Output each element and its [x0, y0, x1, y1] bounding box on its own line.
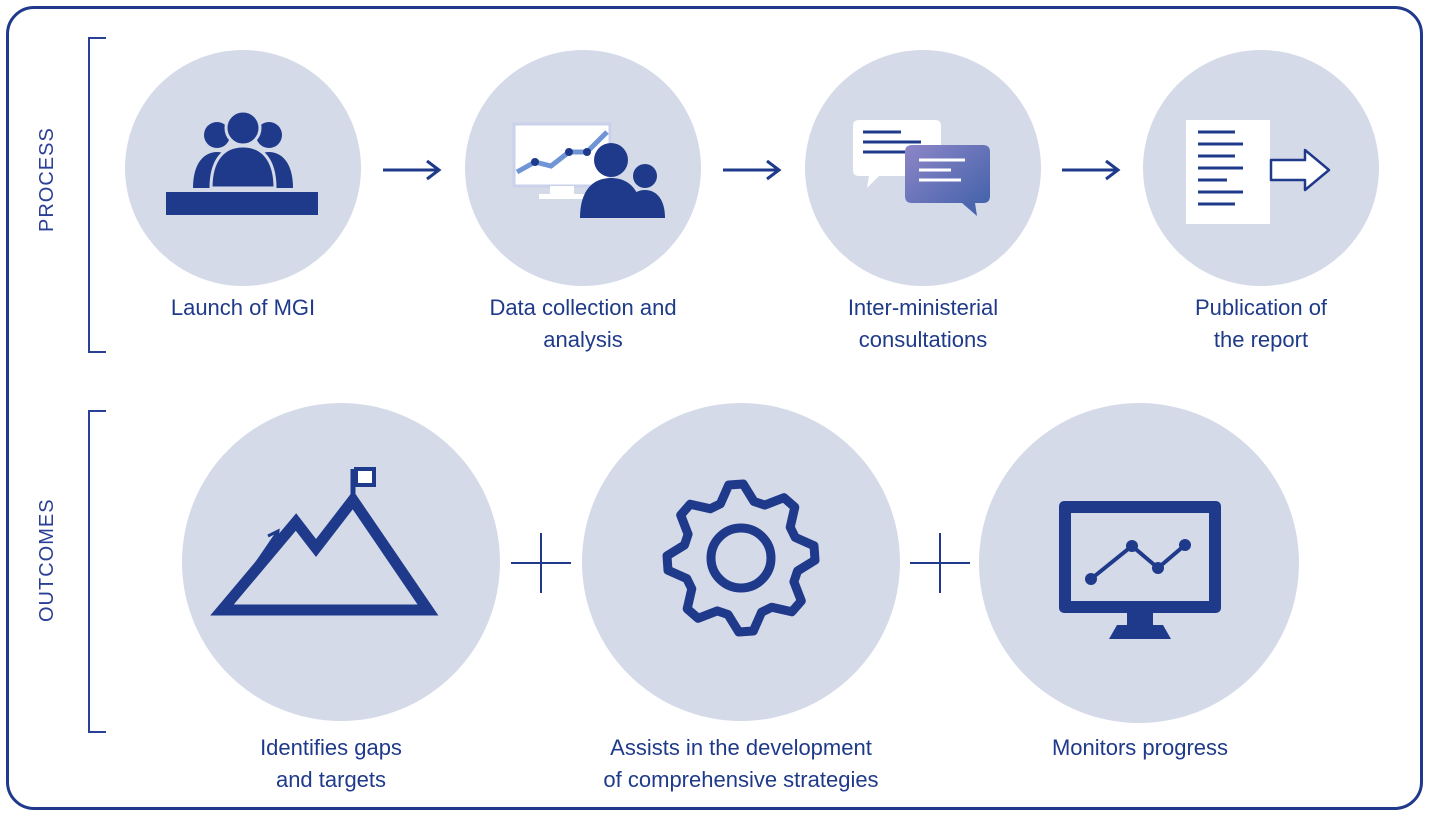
arrow-right-icon — [383, 159, 442, 181]
outcome-circle — [979, 403, 1299, 723]
process-bracket — [88, 37, 106, 353]
monitor-chart-icon — [1059, 501, 1221, 639]
process-step-circle — [1143, 50, 1379, 286]
mountain-flag-icon — [210, 467, 439, 616]
outcomes-bracket — [88, 410, 106, 733]
chat-bubbles-icon — [853, 120, 990, 216]
arrow-right-icon — [1062, 159, 1121, 181]
plus-icon — [910, 533, 970, 593]
arrow-right-icon — [723, 159, 782, 181]
gear-outline — [662, 479, 820, 637]
process-step-circle — [125, 50, 361, 286]
process-step-circle — [805, 50, 1041, 286]
outcome-circle — [182, 403, 500, 721]
gear-hub — [706, 523, 776, 593]
process-section-label: PROCESS — [36, 127, 58, 232]
outcomes-section-label: OUTCOMES — [36, 498, 58, 622]
gear-icon — [662, 479, 820, 637]
data-analysis-icon — [512, 122, 665, 218]
plus-icon — [511, 533, 571, 593]
outcome-label: Monitors progress — [1051, 735, 1229, 760]
outcome-circle — [582, 403, 900, 721]
process-step-label: Launch of MGI — [170, 295, 316, 320]
document-arrow-icon — [1186, 120, 1331, 224]
meeting-people-icon — [166, 109, 318, 215]
process-step-circle — [465, 50, 701, 286]
